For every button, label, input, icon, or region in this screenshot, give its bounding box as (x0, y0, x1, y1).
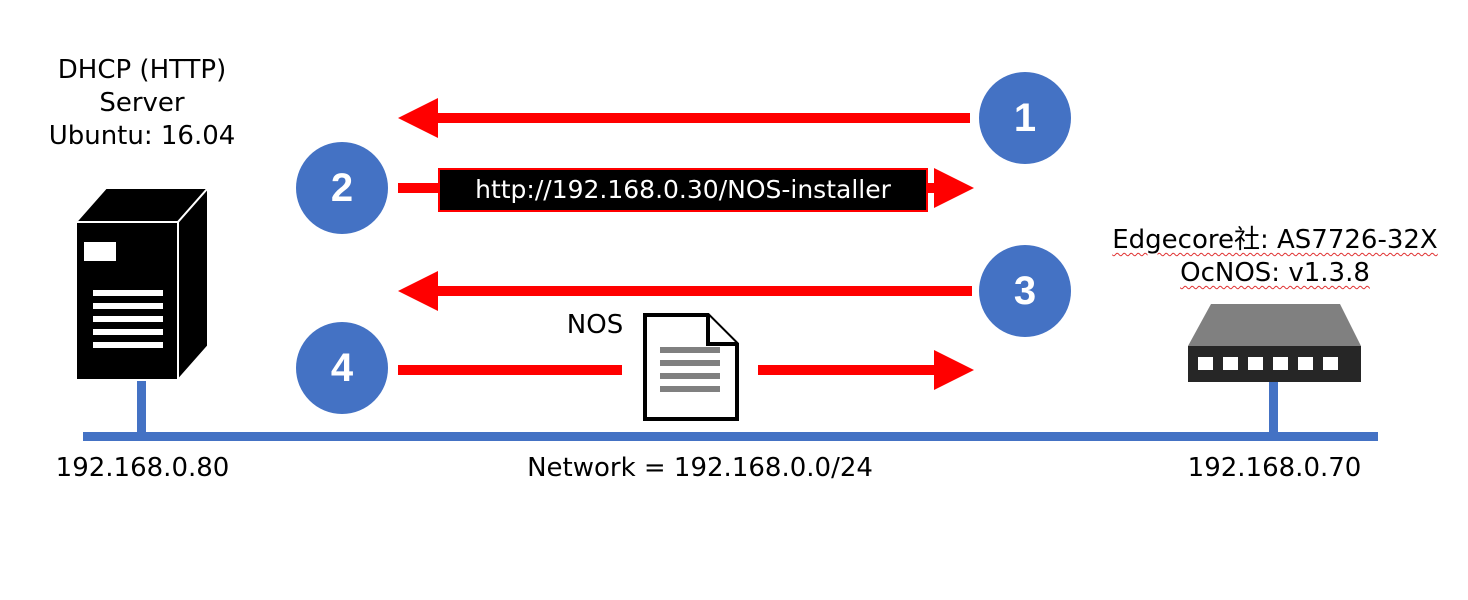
server-label: DHCP (HTTP) Server Ubuntu: 16.04 (22, 54, 262, 153)
network-bus (83, 432, 1378, 441)
step-1-badge: 1 (979, 72, 1071, 164)
step-3-badge: 3 (979, 245, 1071, 337)
switch-model-text: Edgecore社: AS7726-32X (1112, 225, 1438, 255)
switch-ip-label: 192.168.0.70 (1187, 453, 1362, 483)
server-vents (93, 290, 163, 348)
server-tower-icon (73, 185, 211, 383)
network-switch-icon (1188, 304, 1361, 382)
switch-top (1188, 304, 1361, 346)
network-line (83, 378, 1378, 441)
step-4-badge: 4 (296, 322, 388, 414)
nos-file-label: NOS (566, 310, 624, 340)
server-display (84, 242, 116, 261)
network-label: Network = 192.168.0.0/24 (527, 453, 873, 483)
switch-ports (1198, 357, 1338, 370)
document-icon (643, 313, 739, 421)
switch-os-text: OcNOS: v1.3.8 (1180, 258, 1370, 288)
switch-drop-line (1269, 380, 1278, 434)
switch-label: Edgecore社: AS7726-32X OcNOS: v1.3.8 (1070, 224, 1468, 290)
server-label-line: DHCP (HTTP) (57, 55, 227, 85)
step-2-badge: 2 (296, 142, 388, 234)
server-ip-label: 192.168.0.80 (55, 453, 230, 483)
switch-label-line: OcNOS: v1.3.8 (1070, 257, 1468, 290)
server-label-line: Ubuntu: 16.04 (48, 121, 236, 151)
server-label-line: Server (99, 88, 185, 118)
switch-label-line: Edgecore社: AS7726-32X (1070, 224, 1468, 257)
server-drop-line (137, 378, 146, 434)
installer-url-label: http://192.168.0.30/NOS-installer (438, 168, 928, 212)
